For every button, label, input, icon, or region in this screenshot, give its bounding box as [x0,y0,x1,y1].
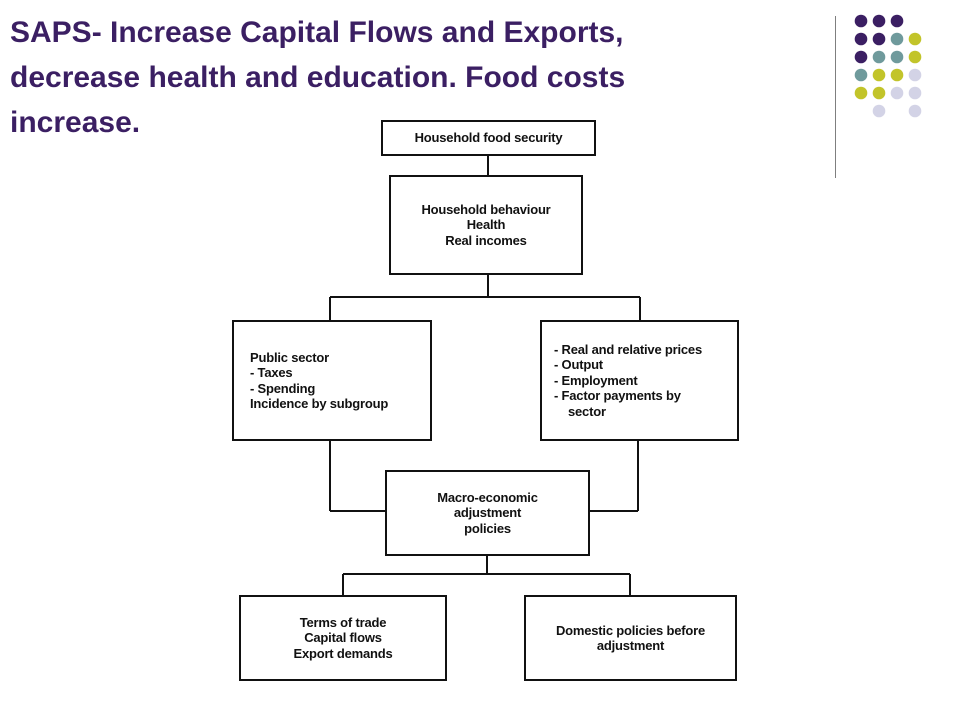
box-line: - Factor payments by [554,388,681,404]
title-line-2: decrease health and education. Food cost… [10,61,626,94]
box-line: Terms of trade [299,614,387,630]
box-line: policies [464,520,511,536]
box-label: Household food security [414,130,563,146]
box-line: Health [466,217,506,233]
box-line: Real incomes [445,232,527,248]
box-line: Public sector [250,349,330,365]
box-line: Macro-economic [437,489,538,505]
slide-title: SAPS- Increase Capital Flows and Exports… [10,10,800,145]
prices-output-box: - Real and relative prices - Output - Em… [540,320,739,441]
public-sector-box: Public sector - Taxes - Spending Inciden… [232,320,432,441]
box-line: adjustment [453,505,522,521]
macro-economic-box: Macro-economic adjustment policies [385,470,590,556]
box-line: Capital flows [304,630,382,646]
box-line: - Real and relative prices [554,341,702,357]
household-behaviour-box: Household behaviour Health Real incomes [389,175,583,275]
title-line-3: increase. [10,106,141,139]
box-line: - Employment [554,372,638,388]
box-line: - Output [554,357,603,373]
external-factors-box: Terms of trade Capital flows Export dema… [239,595,447,681]
box-line: sector [568,403,606,419]
domestic-policies-box: Domestic policies before adjustment [524,595,737,681]
box-line: Household behaviour [421,201,551,217]
household-food-security-box: Household food security [381,120,596,156]
box-line: adjustment [596,638,665,653]
box-line: - Taxes [250,365,293,380]
decorative-divider-line [835,16,836,178]
box-line: Incidence by subgroup [250,396,389,411]
box-line: Export demands [293,645,393,661]
box-line: Domestic policies before [555,622,706,638]
box-line: - Spending [250,380,316,396]
title-line-1: SAPS- Increase Capital Flows and Exports… [10,16,624,49]
